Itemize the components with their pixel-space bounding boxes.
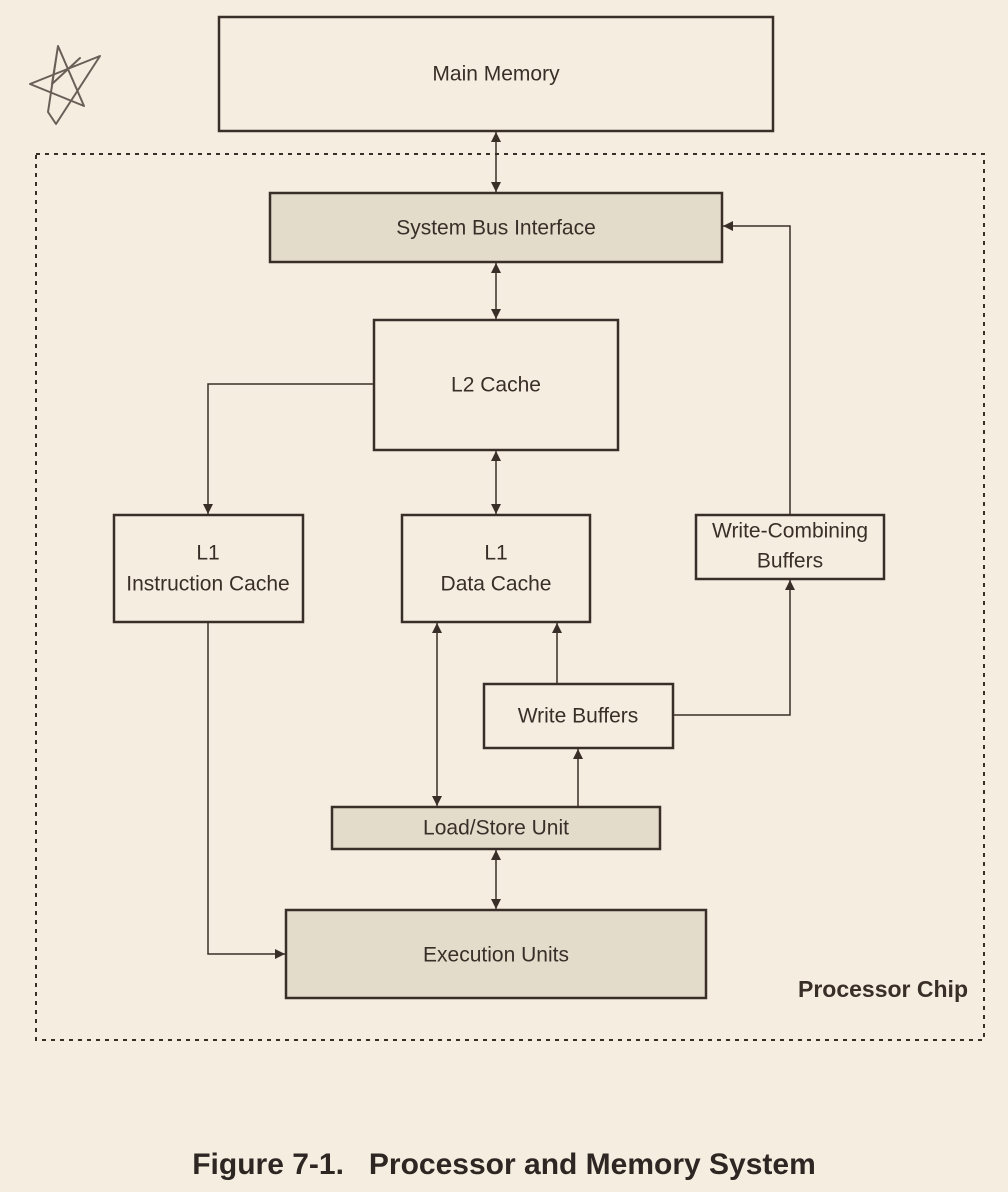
- figure-caption: Figure 7-1. Processor and Memory System: [192, 1148, 816, 1181]
- l1-data-cache-line2: Data Cache: [441, 573, 552, 596]
- l1-data-cache-line1: L1: [484, 542, 507, 565]
- edge-write-combining-system-bus: [723, 221, 791, 514]
- edge-l1-instruction-execution: [207, 623, 285, 959]
- write-combining-buffers-line2: Buffers: [757, 550, 823, 573]
- load-store-unit-label: Load/Store Unit: [423, 817, 569, 840]
- node-write-combining-buffers: Write-Combining Buffers: [694, 513, 886, 581]
- edge-l2-l1-instruction: [203, 383, 374, 514]
- node-l1-data-cache: L1 Data Cache: [400, 513, 592, 624]
- node-execution-units: Execution Units: [284, 908, 708, 1000]
- write-combining-buffers-line1: Write-Combining: [712, 520, 868, 543]
- main-memory-label: Main Memory: [432, 63, 560, 86]
- node-load-store-unit: Load/Store Unit: [330, 805, 662, 851]
- l1-instruction-cache-line2: Instruction Cache: [126, 573, 289, 596]
- node-system-bus-interface: System Bus Interface: [268, 191, 724, 264]
- processor-chip-label: Processor Chip: [798, 976, 968, 1002]
- processor-chip-boundary: [35, 153, 985, 1041]
- execution-units-label: Execution Units: [423, 944, 569, 967]
- hand-drawn-star-icon: [29, 45, 101, 125]
- node-l2-cache: L2 Cache: [372, 318, 620, 452]
- l2-cache-label: L2 Cache: [451, 374, 541, 397]
- system-bus-interface-label: System Bus Interface: [396, 217, 596, 240]
- node-l1-instruction-cache: L1 Instruction Cache: [112, 513, 305, 624]
- connectors: [203, 132, 795, 959]
- node-main-memory: Main Memory: [217, 15, 775, 133]
- write-buffers-label: Write Buffers: [518, 705, 639, 728]
- l1-instruction-cache-line1: L1: [196, 542, 219, 565]
- node-write-buffers: Write Buffers: [482, 682, 675, 750]
- edge-write-buffers-write-combining: [673, 580, 795, 716]
